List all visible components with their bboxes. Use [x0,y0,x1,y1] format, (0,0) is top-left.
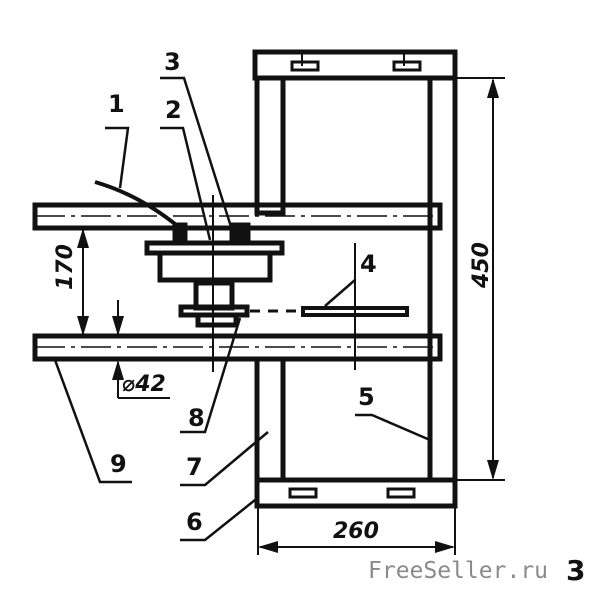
label-4: 4 [360,250,377,278]
dimension-diameter-42: ⌀42 [122,372,166,397]
dimension-260: 260 [333,519,379,544]
leader-lines [53,76,431,542]
lower-rail [32,333,443,362]
label-7: 7 [186,453,203,481]
centerlines [212,195,356,372]
label-2: 2 [165,96,182,124]
dimension-lines [77,77,505,555]
label-9: 9 [110,450,127,478]
label-6: 6 [186,508,203,536]
bottom-frame [254,356,458,509]
page-number: 3 [566,554,585,587]
label-5: 5 [358,383,375,411]
watermark: FreeSeller.ru [368,558,548,584]
dimension-450: 450 [469,242,494,289]
dimension-170: 170 [53,244,78,290]
label-3: 3 [164,48,181,76]
label-8: 8 [188,404,205,432]
label-1: 1 [108,90,125,118]
